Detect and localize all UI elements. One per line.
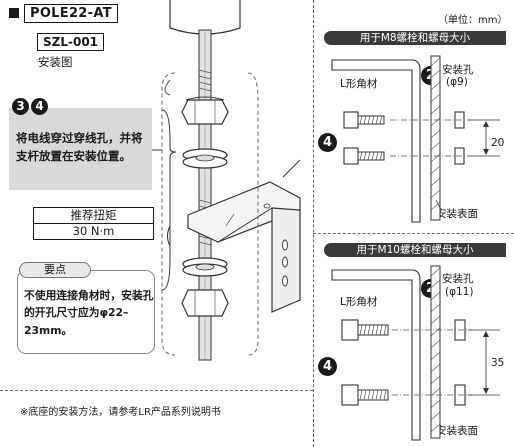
top-nut: [181, 96, 229, 125]
key-point-title: 要点: [19, 262, 91, 278]
panel-divider: [313, 233, 514, 234]
torque-table: 推荐扭矩 30 N·m: [33, 207, 154, 240]
unit-label: （单位：mm）: [438, 15, 508, 26]
bottom-divider: [0, 390, 313, 391]
m8-surface-label: 安装表面: [436, 208, 478, 220]
product-code: SZL-001: [37, 33, 105, 51]
footnote: ※底座的安装方法，请参考LR产品系列说明书: [20, 407, 221, 418]
m8-dimension: 20: [491, 137, 505, 149]
model-number: POLE22-AT: [24, 4, 118, 23]
m10-bolt-number: 4: [318, 357, 337, 376]
m10-dimension: 35: [491, 357, 505, 369]
m10-angle-label: L形角材: [340, 296, 378, 308]
step-instruction-text: 将电线穿过穿线孔，并将支杆放置在安装位置。: [16, 131, 143, 163]
step-instruction-box: [9, 108, 152, 190]
m8-angle-label: L形角材: [340, 78, 378, 90]
step-number-3: 3: [12, 98, 29, 115]
m8-bolt-number: 4: [318, 133, 337, 152]
header-square-bullet: [9, 8, 19, 18]
torque-label: 推荐扭矩: [34, 208, 153, 224]
bottom-nut: [181, 289, 229, 317]
m10-panel-title: 用于M10螺栓和螺母大小: [324, 243, 506, 257]
m10-surface-label: 安装表面: [436, 425, 478, 437]
vertical-divider: [313, 0, 314, 447]
m10-hole-label: 安装孔: [442, 273, 474, 285]
figure-subtitle: 安装图: [38, 55, 73, 69]
step-number-4: 4: [31, 98, 48, 115]
m8-panel-title: 用于M8螺栓和螺母大小: [324, 31, 506, 45]
m10-hole-diameter: (φ11): [445, 286, 474, 298]
m8-hole-label: 安装孔: [442, 64, 474, 76]
key-point-text: 不使用连接角材时，安装孔的开孔尺寸应为φ22–23mm。: [24, 289, 154, 337]
m8-hole-diameter: (φ9): [446, 76, 468, 88]
torque-value: 30 N·m: [72, 224, 115, 238]
